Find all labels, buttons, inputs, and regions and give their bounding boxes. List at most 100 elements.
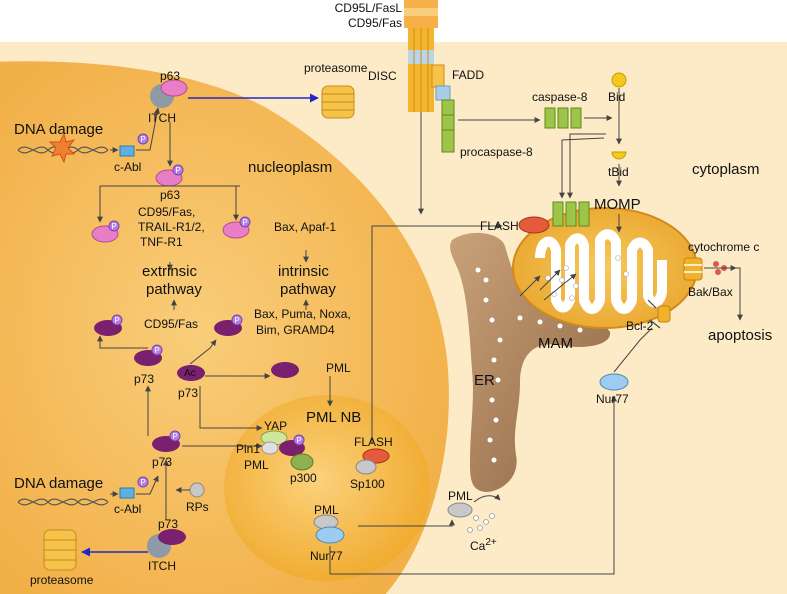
- pml-target-label: PML: [326, 361, 351, 375]
- endoplasmic-reticulum: [450, 232, 611, 492]
- nur77-cyto-label: Nur77: [596, 392, 629, 406]
- svg-text:P: P: [175, 166, 180, 175]
- pml-cyto-label: PML: [448, 489, 473, 503]
- bcl2-label: Bcl-2: [626, 319, 654, 333]
- er-calcium-dots: [475, 267, 583, 463]
- mam-label: MAM: [538, 335, 573, 352]
- dna-helix-bottom: [17, 498, 109, 506]
- nur77-nb-icon: [315, 526, 345, 544]
- itch-top-label: ITCH: [148, 111, 176, 125]
- degradation-arrows: [81, 93, 319, 557]
- nucleoplasm-label: nucleoplasm: [248, 159, 332, 176]
- pmlnb-label: PML NB: [306, 409, 361, 426]
- bak-bax-channel: [683, 257, 703, 281]
- pml-nb2-label: PML: [314, 503, 339, 517]
- flash-nb-label: FLASH: [354, 435, 393, 449]
- flash-nb-icon: [362, 448, 390, 464]
- intrinsic-label-2: pathway: [280, 281, 336, 298]
- tbid-label: tBid: [608, 165, 629, 179]
- sp100-label: Sp100: [350, 477, 385, 491]
- svg-text:P: P: [114, 316, 119, 325]
- extrinsic-label-2: pathway: [146, 281, 202, 298]
- cabl-bottom-label: c-Abl: [114, 502, 141, 516]
- pml-cyto-icon: [447, 502, 473, 518]
- pin1-label: Pin1: [236, 442, 260, 456]
- momp-label: MOMP: [594, 196, 641, 213]
- bid-icon: [611, 72, 627, 88]
- ca-label: Ca2+: [470, 537, 497, 553]
- p300-label: p300: [290, 471, 317, 485]
- proteasome-top-icon: [321, 85, 355, 119]
- phospho-badges: [108, 133, 305, 488]
- calcium-dots: [467, 513, 495, 533]
- inhibition-bars: [647, 299, 661, 329]
- sp100-icon: [355, 459, 377, 475]
- pathway-arrows: [97, 88, 743, 575]
- disc-label: DISC: [368, 69, 397, 83]
- procaspase8-icon: [441, 99, 455, 153]
- bcl2-icon: [657, 305, 671, 323]
- p63-top-label: p63: [160, 69, 180, 83]
- intrinsic-targets: Bax, Apaf-1: [274, 220, 336, 234]
- pin1-icon: [261, 441, 279, 455]
- cabl-top-label: c-Abl: [114, 160, 141, 174]
- rps-icon: [189, 482, 205, 498]
- cd95-receptor-icon: [404, 0, 438, 112]
- cytochrome-label: cytochrome c: [688, 240, 759, 254]
- nur77-nb-label: Nur77: [310, 549, 343, 563]
- proteasome-bottom-icon: [43, 529, 77, 571]
- cytoplasm-label: cytoplasm: [692, 161, 760, 178]
- p73-cd95-label: CD95/Fas: [144, 317, 198, 331]
- cabl-top-icon: [119, 145, 135, 157]
- p73-c-label: p73: [152, 455, 172, 469]
- fadd-icon: [431, 64, 451, 101]
- ligand-label: CD95L/FasL: [335, 1, 403, 15]
- dna-damage-bottom-label: DNA damage: [14, 475, 103, 492]
- extrinsic-targets-1: CD95/Fas,: [138, 205, 195, 219]
- extrinsic-targets-3: TNF-R1: [140, 235, 183, 249]
- tbid-icon: [611, 151, 627, 160]
- p73-b-label: p73: [178, 386, 198, 400]
- dna-damage-top-label: DNA damage: [14, 121, 103, 138]
- svg-text:P: P: [140, 478, 145, 487]
- p63-mid-label: p63: [160, 188, 180, 202]
- svg-text:P: P: [111, 222, 116, 231]
- svg-text:P: P: [242, 218, 247, 227]
- itch-bottom-label: ITCH: [148, 559, 176, 573]
- svg-text:P: P: [154, 346, 159, 355]
- fadd-label: FADD: [452, 68, 484, 82]
- extrinsic-label-1: extrinsic: [142, 263, 198, 280]
- p73-a-label: p73: [134, 372, 154, 386]
- apoptosis-label: apoptosis: [708, 327, 772, 344]
- proteasome-top-label: proteasome: [304, 61, 368, 75]
- cabl-bottom-icon: [119, 487, 135, 499]
- svg-text:P: P: [140, 135, 145, 144]
- svg-text:P: P: [234, 316, 239, 325]
- caspase8-label: caspase-8: [532, 90, 588, 104]
- bh3-label-2: Bim, GRAMD4: [256, 323, 335, 337]
- svg-text:P: P: [296, 436, 301, 445]
- yap-label: YAP: [264, 419, 287, 433]
- nur77-cyto-icon: [599, 373, 629, 391]
- flash-cyto-icon: [518, 216, 550, 234]
- bh3-label-1: Bax, Puma, Noxa,: [254, 307, 351, 321]
- proteasome-bottom-label: proteasome: [30, 573, 94, 587]
- receptor-label: CD95/Fas: [348, 16, 402, 30]
- procaspase8-label: procaspase-8: [460, 145, 533, 159]
- damage-burst-top: [48, 132, 76, 164]
- mitochondrial-cristae: [535, 229, 667, 314]
- p73-d-label: p73: [158, 517, 178, 531]
- phospho-letters: P P P P P P P P P P: [111, 135, 301, 487]
- pml-nb-label: PML: [244, 458, 269, 472]
- p73-bound-pml-icon: [271, 362, 299, 378]
- flash-cyto-label: FLASH: [480, 219, 519, 233]
- caspase8-mito-icon: [552, 201, 590, 227]
- svg-text:P: P: [172, 432, 177, 441]
- intrinsic-label-1: intrinsic: [278, 263, 329, 280]
- er-label: ER: [474, 372, 495, 389]
- bid-label: Bid: [608, 90, 625, 104]
- caspase8-icon: [544, 107, 582, 129]
- rps-label: RPs: [186, 500, 209, 514]
- extrinsic-targets-2: TRAIL-R1/2,: [138, 220, 205, 234]
